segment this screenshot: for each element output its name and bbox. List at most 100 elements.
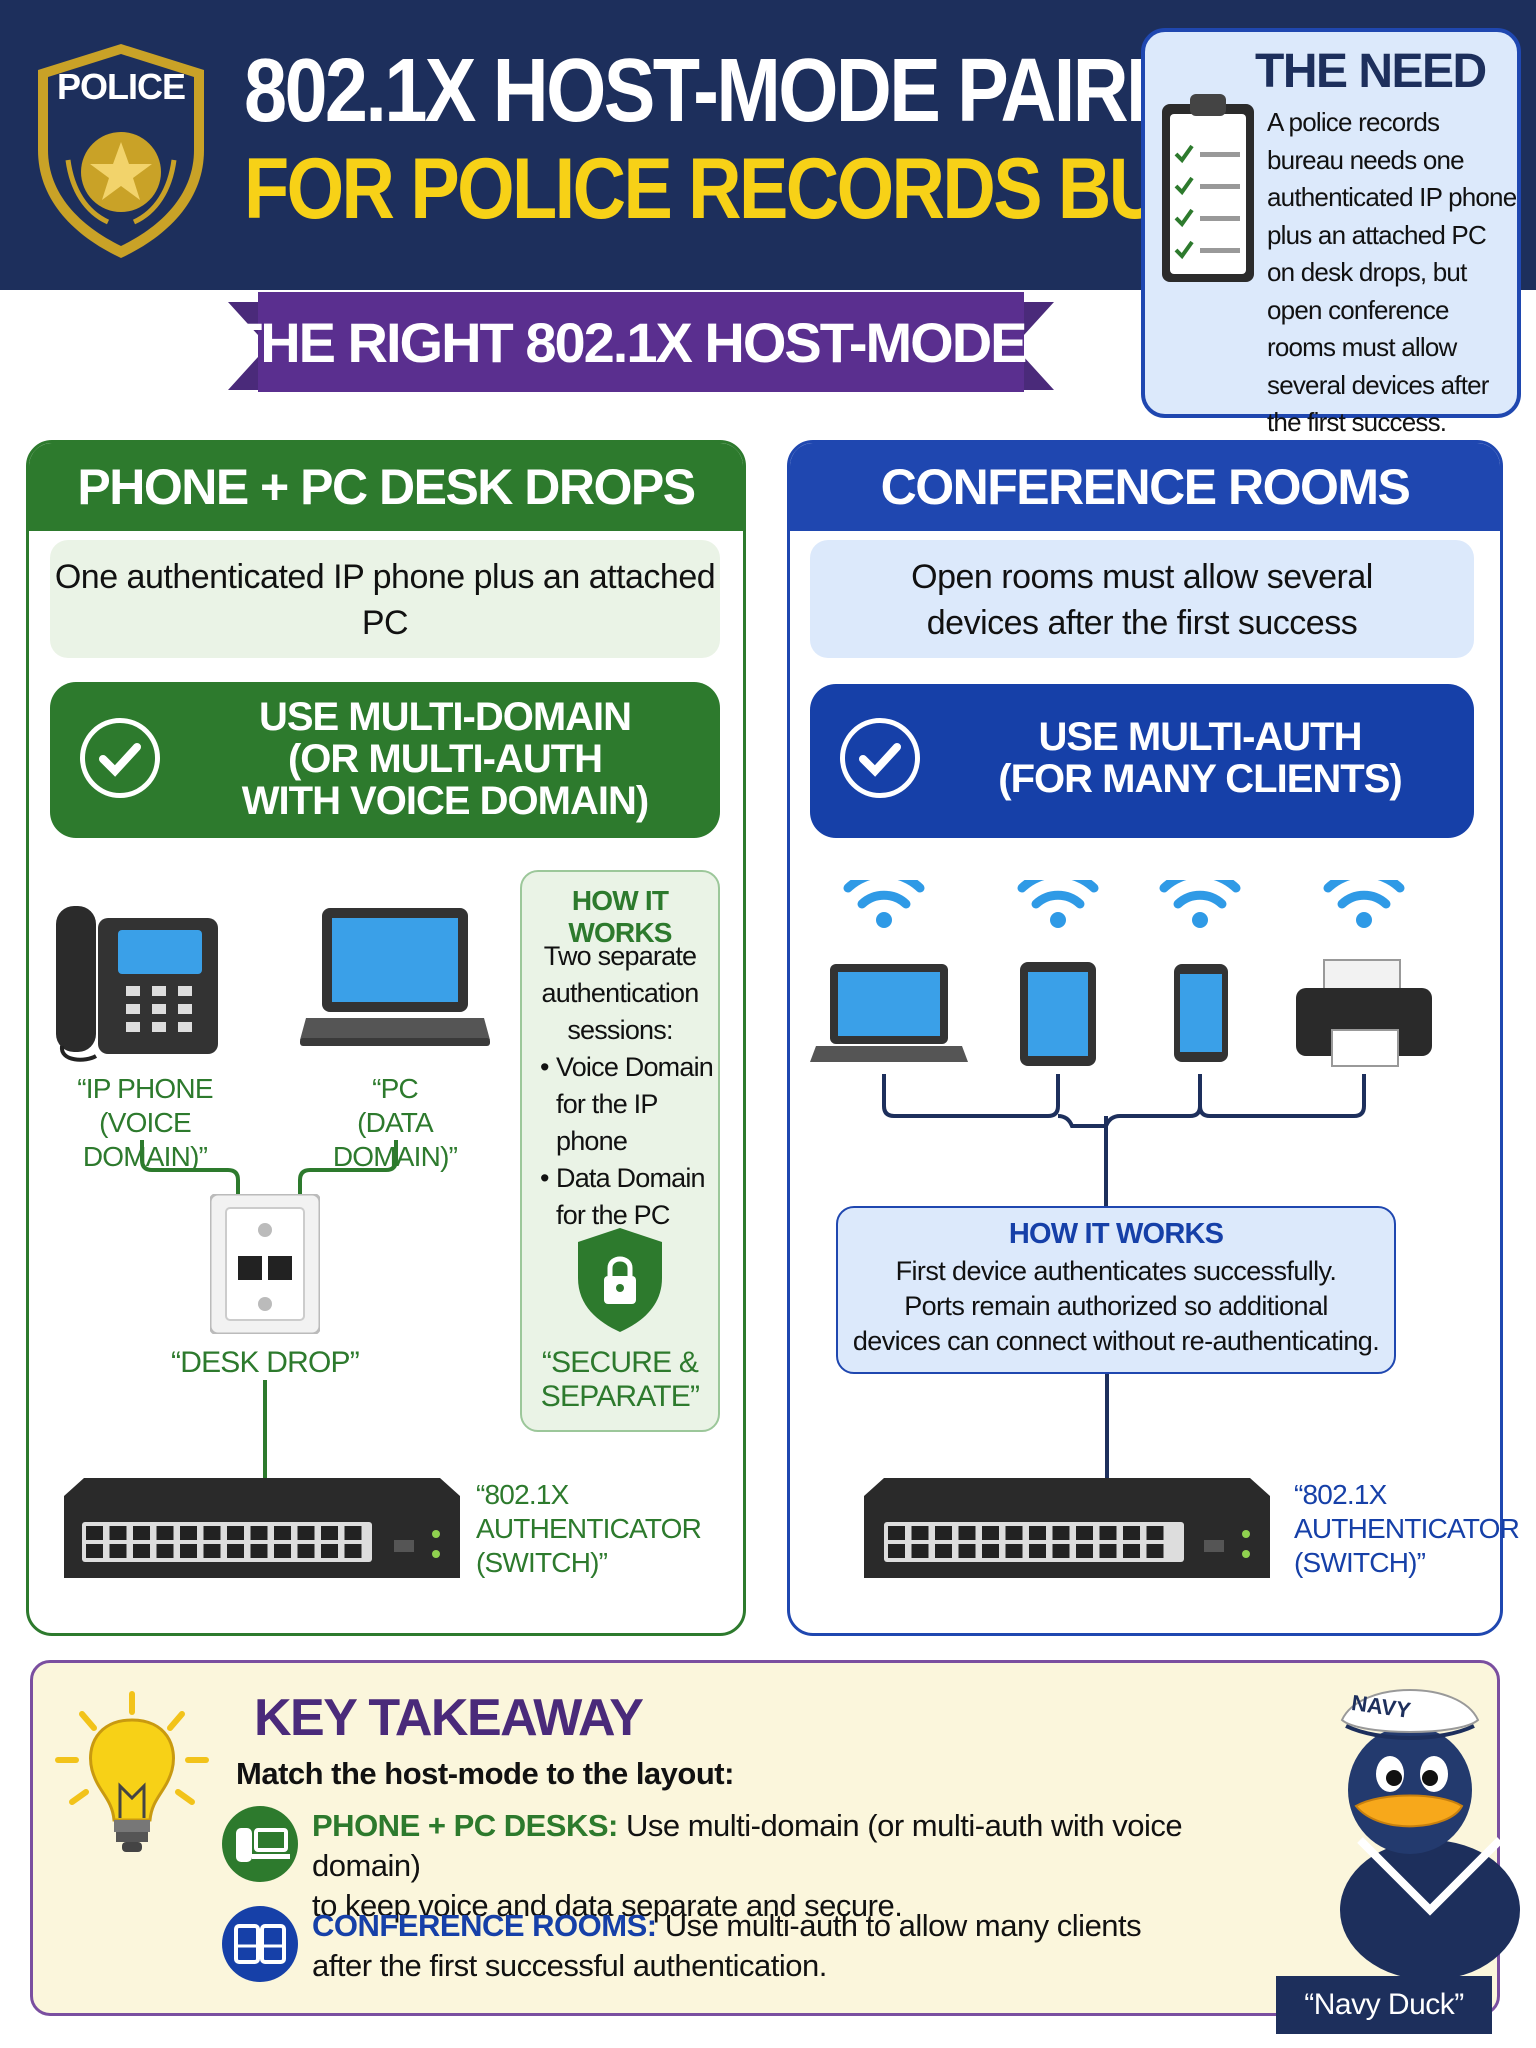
switch-port [1099,1526,1117,1540]
switch-port [1029,1526,1046,1540]
wifi-icon [1328,880,1400,928]
switch-port [227,1526,244,1540]
switch-port [344,1544,362,1558]
navy-duck-label: “Navy Duck” [1276,1976,1492,2034]
switch-port [888,1526,905,1540]
clipboard-checklist-icon [1162,94,1254,282]
ribbon-banner [228,292,1054,392]
switch-port [86,1544,103,1558]
desk-drop-cabling [140,1140,398,1488]
switch-port [1123,1526,1140,1540]
check-circle-icon [80,718,160,798]
takeaway-item-desks: PHONE + PC DESKS: Use multi-domain (or m… [312,1808,1183,1923]
desk-drops-how-body: Two separate authentication sessions: •V… [540,938,720,1234]
takeaway-subtitle: Match the host-mode to the layout: [236,1756,734,1791]
switch-port [1052,1544,1070,1558]
switch-port [888,1544,905,1558]
switch-port [958,1526,976,1540]
panel-desk-drops-title: PHONE + PC DESK DROPS [29,443,743,531]
smartphone-icon [1174,964,1228,1062]
switch-port [297,1526,315,1540]
wifi-icon [1164,880,1236,928]
conference-how-title: HOW IT WORKS [1008,1218,1224,1250]
switch-port [250,1544,268,1558]
check-circle-icon [840,718,920,798]
switch-port [1123,1544,1140,1558]
laptop-icon [810,964,968,1062]
switch-icon [64,1478,460,1578]
laptop-icon [300,908,490,1046]
desk-drops-how-title: HOW IT WORKS [568,885,672,948]
desk-drops-subtitle: One authenticated IP phone plus an attac… [50,540,720,658]
switch-icon [864,1478,1270,1578]
switch-port [1029,1544,1046,1558]
switch-port [180,1526,197,1540]
switch-port [203,1526,221,1540]
navy-duck-mascot-icon [1340,1689,1520,1980]
conference-how-body: First device authenticates successfully.… [852,1256,1380,1356]
switch-port [911,1544,929,1558]
police-badge-icon [38,44,204,258]
desk-drops-recommendation: USE MULTI-DOMAIN (OR MULTI-AUTH WITH VOI… [50,682,720,838]
wifi-icon [848,880,920,928]
switch-port [109,1526,127,1540]
printer-icon [1296,959,1432,1067]
switch-port [133,1544,150,1558]
switch-port [274,1526,291,1540]
badge-text: POLICE [56,66,186,107]
switch-port [227,1544,244,1558]
switch-port [344,1526,362,1540]
conference-how-it-works-box [836,1206,1396,1374]
desk-drops-how-it-works-box [520,870,720,1432]
conference-use-line1: USE MULTI-AUTH [1038,715,1363,759]
phone-pc-icon [222,1806,298,1882]
secure-separate-label: “SECURE & SEPARATE” [540,1346,700,1413]
switch-port [911,1526,929,1540]
switch-port [982,1544,999,1558]
switch-port [203,1544,221,1558]
switch-port [1005,1526,1023,1540]
switch-port [935,1544,952,1558]
switch-port [321,1526,338,1540]
switch-port [297,1544,315,1558]
switch-port [1146,1544,1164,1558]
ip-phone-icon [56,906,218,1062]
right-switch-label: “802.1X AUTHENTICATOR (SWITCH)” [1294,1479,1520,1578]
desk-drops-use-line2: (OR MULTI-AUTH [287,737,603,781]
takeaway-title: KEY TAKEAWAY [254,1689,644,1747]
switch-port [1052,1526,1070,1540]
switch-port [156,1544,174,1558]
switch-port [958,1544,976,1558]
panel-conference-rooms-title: CONFERENCE ROOMS [790,443,1500,531]
switch-port [86,1526,103,1540]
switch-port [982,1526,999,1540]
switch-uplink-line [1105,1374,1109,1484]
switch-port [180,1544,197,1558]
switch-port [274,1544,291,1558]
switch-port [321,1544,338,1558]
page-title-line1: 802.1X HOST-MODE PAIRING [244,41,1258,141]
switch-port [109,1544,127,1558]
takeaway-item-conference: CONFERENCE ROOMS: Use multi-auth to allo… [312,1908,1142,1983]
conference-rooms-subtitle: Open rooms must allow several devices af… [810,540,1474,658]
switch-port [156,1526,174,1540]
switch-port [133,1526,150,1540]
conference-devices-diagram [810,880,1432,1206]
conference-rooms-recommendation: USE MULTI-AUTH (FOR MANY CLIENTS) [810,684,1474,838]
switch-port [1076,1526,1093,1540]
shield-lock-icon [578,1228,662,1332]
ribbon-text: THE RIGHT 802.1X HOST-MODE FIT [228,311,1119,374]
devices-icon [222,1906,298,1982]
lightbulb-icon [55,1691,209,1852]
switch-port [935,1526,952,1540]
desk-drop-wall-plate-icon [210,1194,320,1334]
switch-port [250,1526,268,1540]
desk-drops-use-line1: USE MULTI-DOMAIN [258,695,632,739]
need-body: A police records bureau needs one authen… [1267,107,1517,437]
data-domain-bullet: Data Domain for the PC [556,1163,706,1230]
switch-port [1099,1544,1117,1558]
desk-drops-use-line3: WITH VOICE DOMAIN) [241,779,649,823]
wifi-icon [1022,880,1094,928]
desk-drop-label: “DESK DROP” [171,1346,360,1379]
tablet-icon [1020,962,1096,1066]
